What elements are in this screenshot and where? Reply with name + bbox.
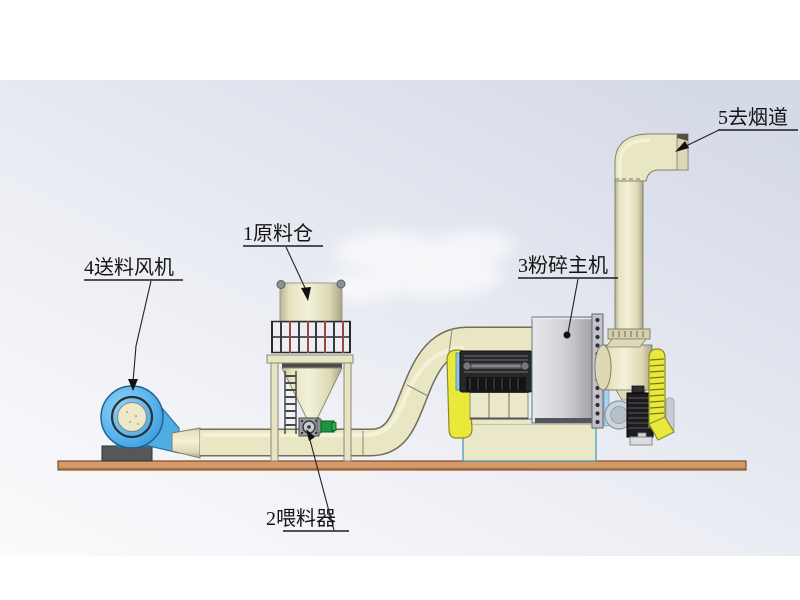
label-crusher: 3粉碎主机 [518, 254, 608, 277]
arrowhead-flue [675, 141, 689, 152]
aux-motor-foot [629, 436, 653, 446]
slat-guard-right [648, 348, 675, 441]
pipe-connector [605, 338, 647, 348]
leader-flue [683, 129, 720, 148]
leader-fan [132, 280, 152, 383]
label-flue: 5去烟道 [718, 106, 788, 129]
motor-lower-band [466, 377, 526, 391]
elbow-end-shadow [677, 134, 688, 141]
arrowhead-feeder [306, 429, 315, 441]
feeder-bolts [300, 419, 318, 435]
base-block [462, 418, 597, 462]
pipe-highlight [202, 345, 465, 438]
vertical-pipe [614, 179, 644, 332]
fan-inlet [117, 402, 147, 432]
silo-cylinder [279, 282, 343, 323]
crusher-drum [531, 316, 594, 424]
flue-pipe [605, 133, 689, 348]
pipe-joint-lines [362, 328, 453, 455]
arrowhead-silo [301, 287, 311, 301]
callout-feeder: 2喂料器 [266, 429, 349, 532]
vertex-marker-right [336, 279, 346, 289]
silo-support-frame [266, 354, 354, 462]
feeding-fan [100, 385, 180, 462]
crusher-main-machine [446, 313, 653, 462]
feeder-shaft [307, 425, 311, 429]
main-motor [455, 350, 537, 393]
motor-flange [316, 418, 322, 434]
fan-outlet-cone [171, 427, 201, 459]
callout-flue: 5去烟道 [675, 106, 798, 152]
motor-fins [464, 355, 528, 373]
raw-material-silo [271, 279, 351, 434]
vertex-marker-left [276, 280, 286, 289]
label-feeder: 2喂料器 [266, 507, 336, 530]
fan-inlet-speckles [126, 411, 139, 425]
ladder [284, 371, 297, 434]
callout-silo: 1原料仓 [243, 222, 323, 301]
motor-pedestal [469, 391, 529, 420]
leader-dot-crusher [563, 331, 571, 339]
label-silo: 1原料仓 [243, 222, 313, 245]
fan-inlet-ring [110, 395, 154, 439]
conveying-pipe [200, 326, 537, 457]
frame-beam [266, 354, 354, 364]
pipe-flange [607, 328, 651, 340]
guard-fence [271, 320, 351, 354]
callout-fan: 4送料风机 [84, 256, 183, 391]
annotations: 4送料风机 1原料仓 3粉碎主机 5去烟道 2喂料器 [84, 106, 798, 532]
leader-feeder [309, 439, 335, 531]
leader-silo [285, 246, 307, 291]
feeder-motor-cap [331, 422, 337, 431]
frame-leg-left [270, 362, 279, 462]
label-fan: 4送料风机 [84, 256, 174, 279]
aux-motor [604, 385, 654, 446]
cone-top-band [282, 363, 342, 369]
leader-crusher [567, 278, 579, 334]
frame-leg-right [343, 362, 352, 462]
floor [57, 460, 747, 471]
pipe-body [200, 328, 537, 455]
callout-crusher: 3粉碎主机 [518, 254, 618, 339]
arrowhead-fan [128, 379, 138, 391]
